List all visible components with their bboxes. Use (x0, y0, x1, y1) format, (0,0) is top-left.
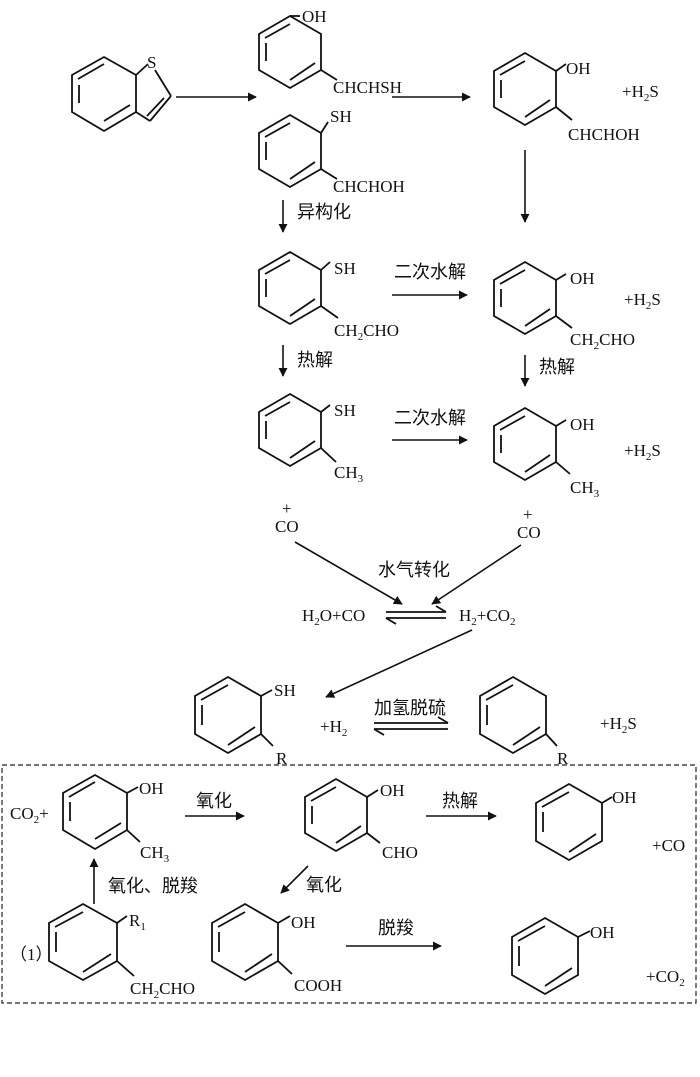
hydrogen-feed-arrow (325, 629, 473, 698)
hydrolysis-label-2: 二次水解 (394, 408, 466, 428)
hydroxy-acetaldehyde-structure: OH CH2CHO +H2S (493, 260, 661, 352)
substituent-oh: OH (302, 7, 327, 26)
co2-prefix: CO2+ (10, 804, 49, 826)
side-chain: CH2CHO (570, 330, 635, 352)
r1-group: R1 (129, 911, 146, 933)
byproduct-co: +CO (652, 836, 685, 855)
side-chain: CHCHOH (333, 177, 405, 196)
r-benzene-structure: R (479, 675, 569, 768)
co-right-arrow (431, 544, 522, 605)
carboxyl-group: COOH (294, 976, 342, 995)
phenol-structure-2: OH +CO2 (511, 916, 685, 996)
equilibrium-forward-head (435, 605, 447, 613)
byproduct-h2s: +H2S (624, 441, 661, 463)
salicylaldehyde-structure: OH CHO (304, 777, 418, 862)
substituent-oh: OH (612, 788, 637, 807)
hydrodesulfurization-label: 加氢脱硫 (374, 698, 446, 718)
byproduct-h2s: +H2S (624, 290, 661, 312)
decarboxylation-label: 脱羧 (378, 918, 414, 938)
methyl-group: CH3 (140, 843, 170, 865)
substituent-oh: OH (570, 415, 595, 434)
hydrolysis-label-1: 二次水解 (394, 262, 466, 282)
aldehyde-group: CHO (382, 843, 418, 862)
oxidation-arrow-2 (280, 865, 309, 894)
mercapto-vinylalcohol-structure: SH CHCHOH (258, 107, 405, 196)
oxidation-label-2: 氧化 (306, 875, 342, 895)
pyrolysis-label-3: 热解 (442, 791, 478, 811)
co-plus-right: + (523, 505, 533, 524)
methyl-thiophenol-structure: SH CH3 (258, 392, 364, 485)
r-group: R (276, 749, 288, 768)
sulfur-label: S (147, 53, 156, 72)
side-chain: CH2CHO (334, 321, 399, 343)
substituent-oh: OH (380, 781, 405, 800)
hydroxy-vinylalcohol-structure: OH CHCHOH +H2S (493, 51, 659, 144)
methyl-group: CH3 (334, 463, 364, 485)
cresol-structure: CO2+ OH CH3 (10, 773, 170, 865)
side-chain: CHCHSH (333, 78, 402, 97)
r-group: R (557, 749, 569, 768)
water-gas-shift-label: 水气转化 (378, 560, 450, 580)
hydrogen-reactant: +H2 (320, 717, 347, 739)
byproduct-co2: +CO2 (646, 967, 685, 989)
substituent-sh: SH (330, 107, 352, 126)
substituent-oh: OH (139, 779, 164, 798)
pyrolysis-label-1: 热解 (297, 350, 333, 370)
pyrolysis-label-2: 热解 (539, 357, 575, 377)
side-chain: CHCHOH (568, 125, 640, 144)
mercapto-acetaldehyde-structure: SH CH2CHO (258, 250, 399, 343)
phenol-structure-1: OH +CO (535, 782, 685, 862)
compound-number: （1） (10, 945, 53, 964)
hydroxy-vinylthiol-structure: OH CHCHSH (258, 7, 402, 97)
oxidation-decarboxylation-label: 氧化、脱羧 (108, 876, 198, 896)
r-thiophenol-structure: SH R (194, 675, 296, 768)
hds-reverse-head (373, 728, 385, 736)
byproduct-h2s: +H2S (622, 82, 659, 104)
wgs-right-side: H2+CO2 (459, 606, 515, 628)
side-chain: CH2CHO (130, 979, 195, 1001)
isomerize-label: 异构化 (297, 202, 351, 222)
byproduct-h2s: +H2S (600, 714, 637, 736)
co-left: CO (275, 517, 299, 536)
substituent-oh: OH (566, 59, 591, 78)
co-left-arrow (294, 541, 403, 605)
hds-forward-head (437, 716, 449, 724)
substituent-oh: OH (590, 923, 615, 942)
substituent-oh: OH (570, 269, 595, 288)
co-plus-left: + (282, 499, 292, 518)
co-right: CO (517, 523, 541, 542)
subscheme-box (1, 764, 697, 1004)
oxidation-label-1: 氧化 (196, 791, 232, 811)
substituent-oh: OH (291, 913, 316, 932)
benzothiophene-structure: S (71, 53, 172, 133)
substituent-sh: SH (334, 401, 356, 420)
salicylic-acid-structure: OH COOH (211, 902, 342, 995)
methyl-group: CH3 (570, 478, 600, 500)
r1-acetaldehyde-structure: （1） R1 CH2CHO (10, 902, 195, 1001)
substituent-sh: SH (274, 681, 296, 700)
equilibrium-reverse-head (385, 617, 397, 625)
wgs-left-side: H2O+CO (302, 606, 365, 628)
substituent-sh: SH (334, 259, 356, 278)
methyl-phenol-structure: OH CH3 +H2S (493, 406, 661, 500)
